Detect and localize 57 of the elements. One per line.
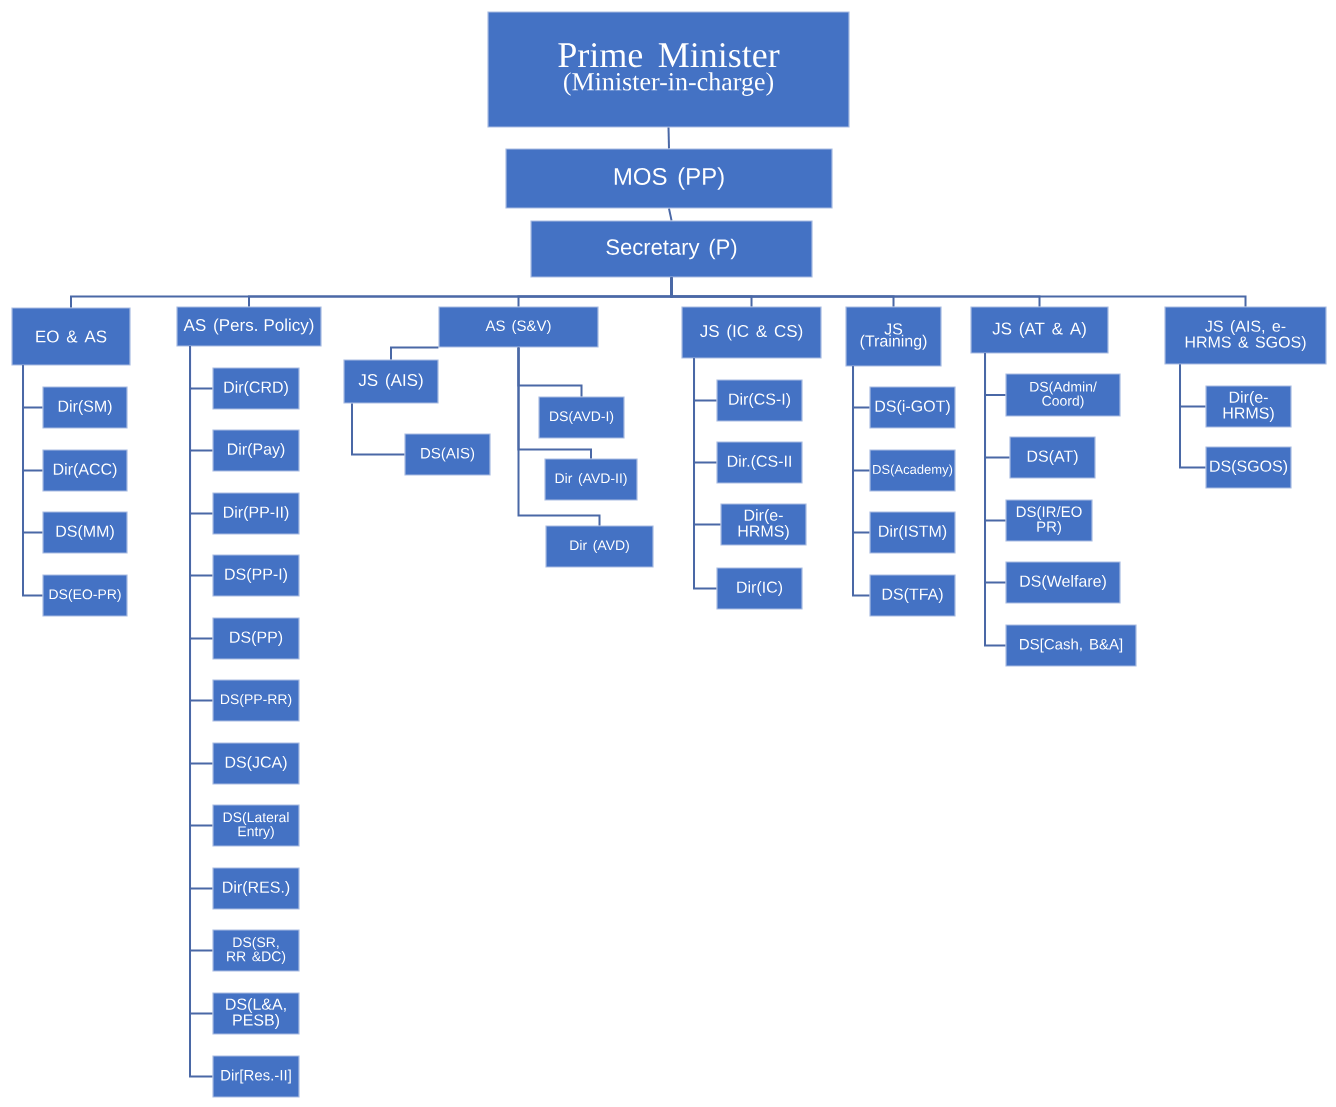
org-box: DS(MM) bbox=[42, 511, 128, 554]
connector-line bbox=[1179, 363, 1207, 469]
org-box: Dir[Res.-II] bbox=[212, 1055, 300, 1098]
org-box: DS(i-GOT) bbox=[869, 386, 956, 429]
org-box: JS (AT & A) bbox=[970, 306, 1109, 354]
org-box: AS (S&V) bbox=[438, 306, 599, 348]
org-box: Dir(IC) bbox=[716, 567, 803, 610]
org-box: DS(Academy) bbox=[869, 449, 956, 492]
org-box: MOS (PP) bbox=[505, 148, 833, 209]
org-box: Dir(SM) bbox=[42, 386, 128, 429]
org-box: DS(PP) bbox=[212, 617, 300, 660]
org-box: DS(PP-RR) bbox=[212, 679, 300, 722]
org-box: DS(Welfare) bbox=[1005, 561, 1121, 604]
org-box: DS(L&A, PESB) bbox=[212, 992, 300, 1035]
org-box: Dir(RES.) bbox=[212, 867, 300, 910]
org-box: DS(TFA) bbox=[869, 574, 956, 617]
org-box: Dir.(CS-II bbox=[716, 441, 803, 484]
org-box: EO & AS bbox=[11, 307, 131, 366]
title-box: Prime Minister (Minister-in-charge) bbox=[487, 11, 850, 128]
org-box: DS(JCA) bbox=[212, 742, 300, 785]
org-box: AS (Pers. Policy) bbox=[176, 306, 322, 347]
org-box: DS(Admin/ Coord) bbox=[1005, 373, 1121, 417]
org-box: Dir(ISTM) bbox=[869, 511, 956, 554]
connector-line bbox=[667, 126, 670, 150]
org-box: JS (IC & CS) bbox=[681, 306, 822, 359]
org-box: DS(PP-I) bbox=[212, 554, 300, 597]
connector-line bbox=[351, 402, 406, 456]
connector-line bbox=[984, 352, 1007, 647]
org-box: Dir(PP-II) bbox=[212, 492, 300, 535]
org-box: Dir(ACC) bbox=[42, 449, 128, 492]
org-box: Dir(e-HRMS) bbox=[1205, 385, 1292, 428]
org-box: Dir(CS-I) bbox=[716, 379, 803, 422]
connector-line bbox=[668, 207, 673, 222]
org-box: Dir (AVD) bbox=[545, 525, 654, 568]
connector-line bbox=[22, 364, 44, 597]
org-box: Secretary (P) bbox=[530, 220, 813, 278]
org-box: DS(SGOS) bbox=[1205, 446, 1292, 489]
org-box: JS (Training) bbox=[845, 306, 942, 367]
org-box: DS(AIS) bbox=[404, 433, 491, 476]
org-box: DS(AT) bbox=[1009, 436, 1096, 479]
org-box: Dir(CRD) bbox=[212, 367, 300, 410]
connector-line bbox=[390, 346, 440, 361]
org-box: JS (AIS) bbox=[343, 359, 439, 404]
org-box: DS[Cash, B&A] bbox=[1005, 624, 1137, 667]
org-box: Dir(Pay) bbox=[212, 429, 300, 472]
connector-line bbox=[670, 276, 1247, 308]
org-box: DS(AVD-I) bbox=[538, 396, 625, 439]
connector-line bbox=[517, 346, 601, 527]
connector-line bbox=[693, 357, 718, 590]
org-box: DS(EO-PR) bbox=[42, 574, 128, 617]
org-box: Dir (AVD-II) bbox=[544, 458, 638, 501]
org-box: DS(SR, RR &DC) bbox=[212, 929, 300, 972]
org-box: JS (AIS, e-HRMS & SGOS) bbox=[1164, 306, 1327, 365]
org-box: DS(Lateral Entry) bbox=[212, 804, 300, 847]
connector-line bbox=[852, 365, 871, 597]
org-box: Dir(e-HRMS) bbox=[720, 503, 807, 546]
org-box: DS(IR/EO PR) bbox=[1005, 499, 1093, 542]
